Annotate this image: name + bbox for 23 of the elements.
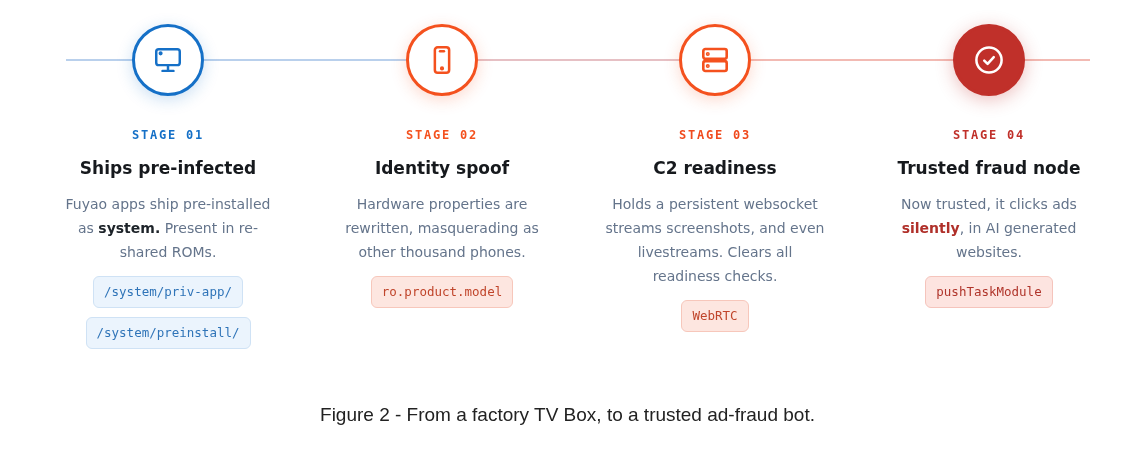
code-tag: WebRTC: [681, 300, 749, 332]
code-tag: /system/priv-app/: [93, 276, 243, 308]
stage-description: Hardware properties are rewritten, masquerading as other thousand phones.: [344, 195, 540, 262]
timeline-connector: [750, 59, 954, 61]
stage-label: STAGE 04: [952, 127, 1026, 143]
stage-label: STAGE 02: [405, 127, 479, 143]
stage-description: Holds a persistent websocket streams screenshots, and even livestreams. Clears all readiness checks.: [604, 195, 826, 286]
code-tag: ro.product.model: [370, 276, 514, 308]
timeline-connector: [203, 59, 407, 61]
stage-label: STAGE 01: [131, 127, 205, 143]
stage-label: STAGE 03: [678, 127, 752, 143]
stage-description: Fuyao apps ship pre-installed as system. Present in re-shared ROMs.: [64, 195, 272, 262]
stage-title: Ships pre-infected: [79, 157, 257, 180]
code-tag: /system/preinstall/: [85, 317, 251, 349]
figure-caption: Figure 2 - From a factory TV Box, to a trusted ad-fraud bot.: [320, 403, 815, 427]
stage-title: Identity spoof: [374, 157, 510, 180]
timeline-connector: [1024, 59, 1091, 61]
code-tag: pushTaskModule: [925, 276, 1053, 308]
timeline-connector: [477, 59, 680, 61]
stage-title: Trusted fraud node: [897, 157, 1081, 180]
stage-description: Now trusted, it clicks ads silently, in AI generated websites.: [900, 195, 1078, 262]
timeline-connector: [65, 59, 133, 61]
stage-title: C2 readiness: [653, 157, 777, 180]
